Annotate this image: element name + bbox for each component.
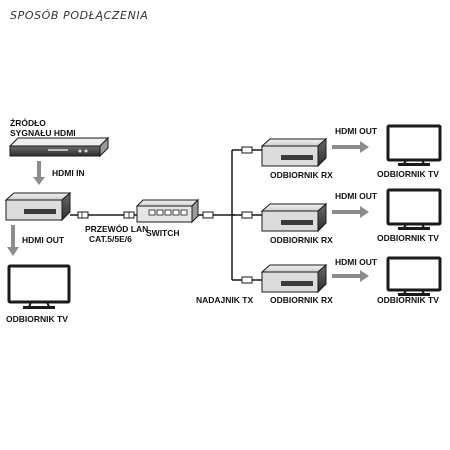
arrow-source-to-tx <box>33 161 45 185</box>
receiver-row: ODBIORNIK RX HDMI OUT ODBIORNIK TV <box>260 256 442 305</box>
tv-local-label: ODBIORNIK TV <box>6 314 68 324</box>
arrow-rx-to-tv <box>332 141 369 153</box>
switch-label: SWITCH <box>146 228 180 238</box>
tv-label: ODBIORNIK TV <box>377 295 439 305</box>
arrow-tx-to-tv <box>7 225 19 256</box>
hdmi-out-label: HDMI OUT <box>335 191 378 201</box>
lan-cable-tx-to-switch <box>70 211 140 219</box>
receiver-row: ODBIORNIK RX HDMI OUT ODBIORNIK TV <box>260 124 442 180</box>
lan-cable-switch-to-receivers <box>198 146 262 284</box>
network-switch <box>135 198 200 224</box>
source-label-line1: ŹRÓDŁO <box>10 117 46 128</box>
hdmi-out-local-label: HDMI OUT <box>22 235 65 245</box>
hdmi-out-label: HDMI OUT <box>335 257 378 267</box>
source-label-line2: SYGNAŁU HDMI <box>10 128 76 138</box>
tv-label: ODBIORNIK TV <box>377 233 439 243</box>
receiver-row: ODBIORNIK RX HDMI OUT ODBIORNIK TV <box>260 188 442 245</box>
cable-label-line1: PRZEWÓD LAN <box>85 223 148 234</box>
tv-icon <box>386 124 442 166</box>
hdmi-source-device <box>8 136 110 158</box>
tv-label: ODBIORNIK TV <box>377 169 439 179</box>
arrow-rx-to-tv <box>332 270 369 282</box>
local-tv-icon <box>7 264 71 309</box>
receiver-device <box>260 202 328 233</box>
receiver-label: ODBIORNIK RX <box>270 170 333 180</box>
tv-icon <box>386 188 442 230</box>
cable-label-line2: CAT.5/5E/6 <box>89 234 132 244</box>
transmitter-device <box>4 191 72 222</box>
receiver-label: ODBIORNIK RX <box>270 295 333 305</box>
receiver-device <box>260 137 328 168</box>
hdmi-in-label: HDMI IN <box>52 168 85 178</box>
transmitter-label: NADAJNIK TX <box>196 295 253 305</box>
receiver-label: ODBIORNIK RX <box>270 235 333 245</box>
arrow-rx-to-tv <box>332 206 369 218</box>
tv-icon <box>386 256 442 296</box>
hdmi-out-label: HDMI OUT <box>335 126 378 136</box>
page-title: SPOSÓB PODŁĄCZENIA <box>10 9 149 22</box>
receiver-device <box>260 263 328 294</box>
